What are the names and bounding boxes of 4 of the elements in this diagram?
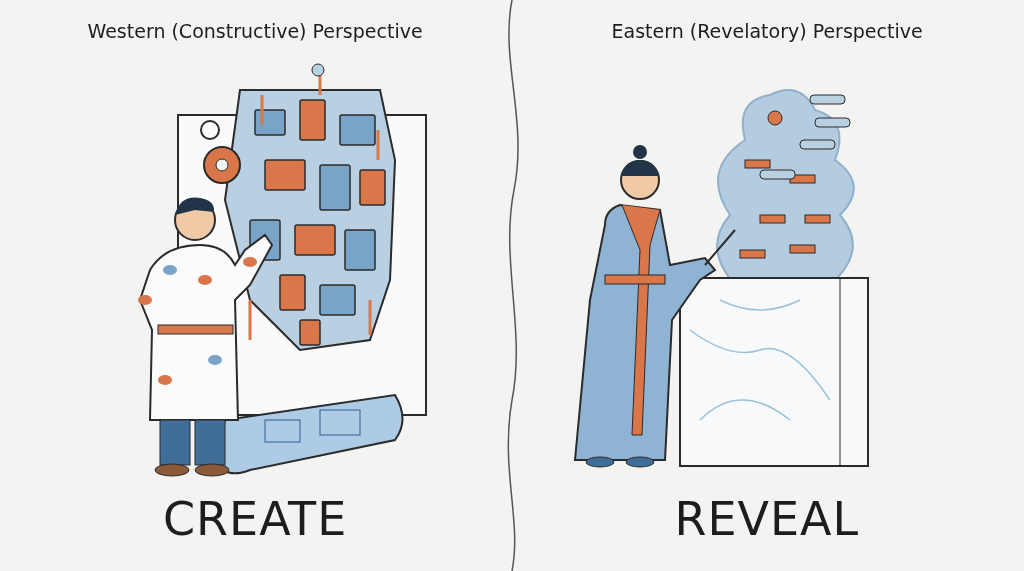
keyword: CREATE — [163, 492, 348, 546]
heading: Western (Constructive) Perspective — [87, 20, 423, 42]
keyword: REVEAL — [674, 492, 860, 546]
heading: Eastern (Revelatory) Perspective — [611, 20, 923, 42]
